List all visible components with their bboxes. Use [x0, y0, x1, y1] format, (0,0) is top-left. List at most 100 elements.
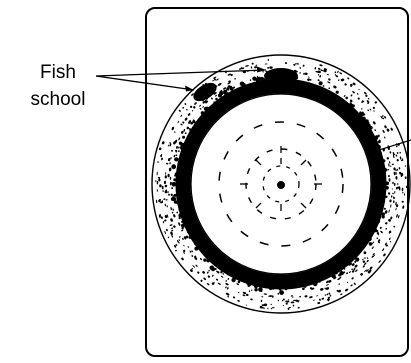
echo-speckle — [388, 163, 390, 167]
echo-speckle — [170, 218, 174, 222]
echo-speckle — [325, 287, 329, 291]
echo-ring-blob — [319, 81, 323, 85]
echo-speckle — [394, 191, 395, 194]
echo-speckle — [168, 194, 170, 196]
echo-speckle — [390, 165, 391, 167]
echo-speckle — [352, 91, 356, 94]
echo-ring-blob — [355, 258, 359, 262]
echo-speckle — [182, 238, 184, 241]
echo-speckle — [171, 187, 173, 189]
echo-speckle — [320, 69, 323, 71]
echo-speckle — [264, 293, 268, 295]
echo-speckle — [170, 157, 172, 159]
echo-ring-blob — [369, 239, 371, 241]
echo-speckle — [206, 283, 209, 286]
echo-speckle — [401, 201, 403, 203]
echo-speckle — [234, 78, 236, 80]
echo-speckle — [269, 66, 273, 69]
echo-speckle — [207, 275, 210, 278]
echo-speckle — [319, 298, 321, 301]
echo-speckle — [167, 191, 169, 193]
echo-speckle — [171, 227, 173, 229]
echo-speckle — [267, 308, 268, 310]
echo-speckle — [304, 295, 307, 298]
echo-ring-blob — [231, 278, 235, 282]
echo-speckle — [165, 185, 168, 188]
echo-speckle — [392, 182, 394, 184]
echo-ring-blob — [331, 274, 335, 278]
echo-speckle — [225, 286, 227, 288]
echo-ring-blob — [339, 271, 343, 275]
echo-speckle — [288, 299, 289, 300]
echo-speckle — [197, 271, 200, 274]
echo-speckle — [405, 165, 406, 167]
echo-speckle — [200, 279, 203, 282]
echo-speckle — [299, 72, 301, 74]
echo-ring-blob — [246, 281, 250, 285]
echo-speckle — [164, 231, 166, 235]
echo-speckle — [364, 257, 366, 259]
echo-ring-blob — [211, 105, 213, 107]
echo-speckle — [212, 80, 214, 82]
echo-speckle — [337, 70, 339, 73]
echo-speckle — [293, 305, 295, 307]
echo-ring-blob — [181, 227, 183, 229]
echo-ring-blob — [326, 281, 328, 283]
echo-ring-blob — [377, 232, 379, 234]
echo-speckle — [249, 290, 251, 292]
echo-speckle — [227, 296, 229, 298]
echo-speckle — [283, 305, 284, 306]
echo-speckle — [327, 81, 331, 84]
echo-speckle — [344, 83, 347, 86]
echo-speckle — [173, 214, 176, 218]
echo-ring-blob — [189, 128, 191, 130]
echo-speckle — [180, 114, 183, 117]
echo-speckle — [308, 76, 310, 77]
echo-speckle — [178, 146, 180, 148]
echo-ring-blob — [382, 215, 385, 218]
echo-speckle — [159, 147, 162, 150]
echo-ring-blob — [223, 273, 225, 275]
echo-speckle — [193, 106, 196, 109]
echo-speckle — [265, 63, 268, 64]
echo-speckle — [395, 208, 397, 211]
echo-speckle — [344, 288, 348, 292]
echo-ring-blob — [194, 247, 198, 251]
echo-speckle — [328, 78, 331, 81]
echo-speckle — [172, 208, 174, 211]
echo-speckle — [372, 121, 376, 125]
echo-speckle — [178, 137, 181, 141]
echo-ring-blob — [201, 111, 205, 115]
echo-speckle — [318, 74, 320, 76]
echo-speckle — [227, 278, 229, 281]
echo-speckle — [395, 172, 397, 175]
echo-ring-blob — [302, 288, 305, 291]
echo-speckle — [182, 121, 185, 124]
echo-speckle — [217, 282, 221, 285]
echo-speckle — [168, 158, 171, 162]
echo-speckle — [395, 176, 397, 180]
echo-ring-blob — [377, 145, 381, 149]
echo-speckle — [246, 293, 249, 296]
echo-speckle — [389, 161, 391, 164]
echo-speckle — [165, 175, 167, 178]
echo-speckle — [318, 68, 321, 70]
echo-ring-blob — [243, 85, 246, 88]
echo-speckle — [394, 183, 396, 186]
echo-speckle — [211, 97, 214, 100]
echo-speckle — [250, 298, 253, 300]
echo-speckle — [285, 62, 287, 64]
echo-speckle — [313, 299, 315, 300]
echo-speckle — [166, 163, 169, 165]
echo-speckle — [251, 66, 253, 69]
echo-speckle — [361, 108, 363, 110]
echo-speckle — [161, 157, 163, 160]
echo-speckle — [390, 216, 393, 219]
echo-ring-blob — [229, 86, 232, 89]
echo-speckle — [170, 182, 171, 186]
echo-speckle — [365, 94, 368, 97]
echo-speckle — [317, 79, 320, 81]
echo-ring-blob — [194, 243, 196, 245]
echo-speckle — [261, 300, 263, 302]
echo-speckle — [164, 219, 167, 222]
